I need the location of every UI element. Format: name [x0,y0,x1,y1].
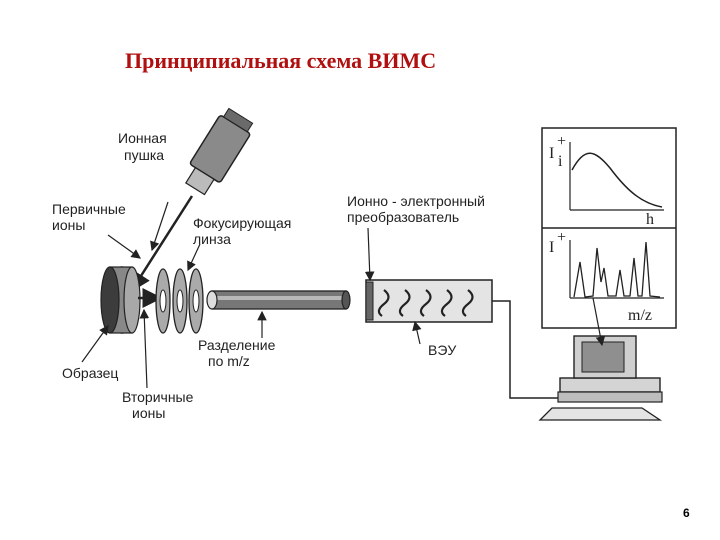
label-secondary-ions-line2: ионы [132,405,165,421]
bottom-graph-y-label: I [549,239,554,256]
top-graph-y-sup: + [557,133,566,150]
label-ion-gun-line2: пушка [124,147,164,163]
top-graph-x-label: h [646,211,654,228]
label-converter-line2: преобразователь [347,209,459,225]
top-graph-y-label: I [549,145,554,162]
ion-gun [185,107,254,196]
label-focusing-lens-line2: линза [193,231,231,247]
signal-cable [492,300,560,399]
label-mz-separation-line1: Разделение [198,337,276,353]
label-primary-ions-line1: Первичные [52,201,126,217]
label-veu: ВЭУ [428,342,456,358]
sample [100,266,141,334]
label-sample: Образец [62,365,118,381]
label-converter-line1: Ионно - электронный [347,193,485,209]
mass-spectrum-peaks [573,241,661,298]
bottom-graph-x-label: m/z [628,307,652,324]
label-secondary-ions-line1: Вторичные [122,389,194,405]
focusing-lens [155,268,204,334]
label-ion-gun-line1: Ионная [118,130,167,146]
depth-profile-curve [571,152,663,208]
graph-panel [541,127,677,329]
electron-multiplier [365,279,493,323]
page-number: 6 [683,506,690,520]
label-primary-ions-line2: ионы [52,217,85,233]
label-mz-separation-line2: по m/z [208,353,250,369]
label-focusing-lens-line1: Фокусирующая [193,215,291,231]
top-graph-y-sub: i [558,153,563,170]
primary-ion-beam [130,195,194,293]
bottom-graph-y-sup: + [557,229,566,246]
slide-title: Принципиальная схема ВИМС [125,48,437,73]
computer [538,335,663,421]
mass-separator [206,290,351,310]
